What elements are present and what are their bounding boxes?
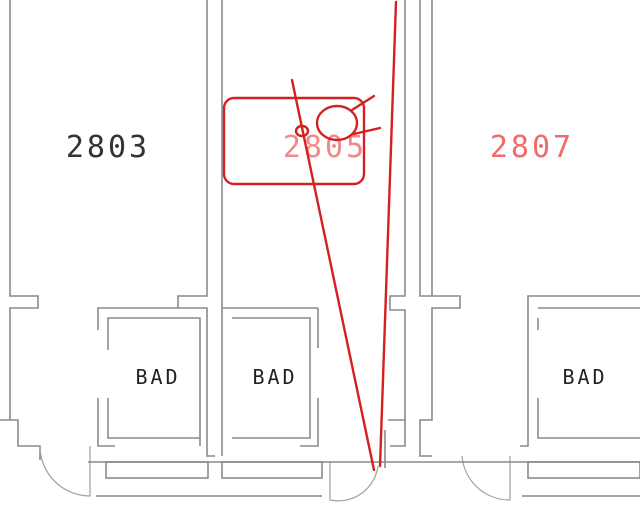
- annotation-line-vertical: [378, 0, 398, 468]
- wall-2807: [419, 0, 640, 457]
- annotation-marks: [222, 0, 398, 472]
- unit-2807: [419, 0, 640, 501]
- wall-stub-2805: [384, 419, 406, 468]
- door-swing-2803: [39, 445, 91, 497]
- room-number-2807: 2807: [490, 130, 574, 165]
- annotation-tick-lower: [352, 126, 382, 136]
- wall-2805: [221, 0, 406, 456]
- door-swing-2807: [461, 455, 511, 501]
- corridor-ledge-2803: [105, 461, 209, 479]
- unit-2803: [0, 0, 215, 497]
- wall-2803: [0, 0, 215, 460]
- corridor-wall: [88, 461, 640, 497]
- corridor-ledge-2805: [221, 461, 323, 479]
- door-swing-2805: [329, 462, 379, 502]
- annotation-circle-large: [315, 104, 359, 142]
- bath-wall-2803: [97, 307, 201, 447]
- unit-2805: [221, 0, 406, 502]
- room-number-2803: 2803: [66, 130, 150, 165]
- bathroom-label-2805: BAD: [252, 365, 297, 389]
- corridor-ledge-2807: [527, 461, 640, 479]
- bathroom-label-2807: BAD: [562, 365, 607, 389]
- annotation-line-diagonal: [290, 78, 376, 472]
- bathroom-label-2803: BAD: [135, 365, 180, 389]
- annotation-tick-upper: [350, 94, 376, 112]
- annotation-box: [222, 96, 366, 186]
